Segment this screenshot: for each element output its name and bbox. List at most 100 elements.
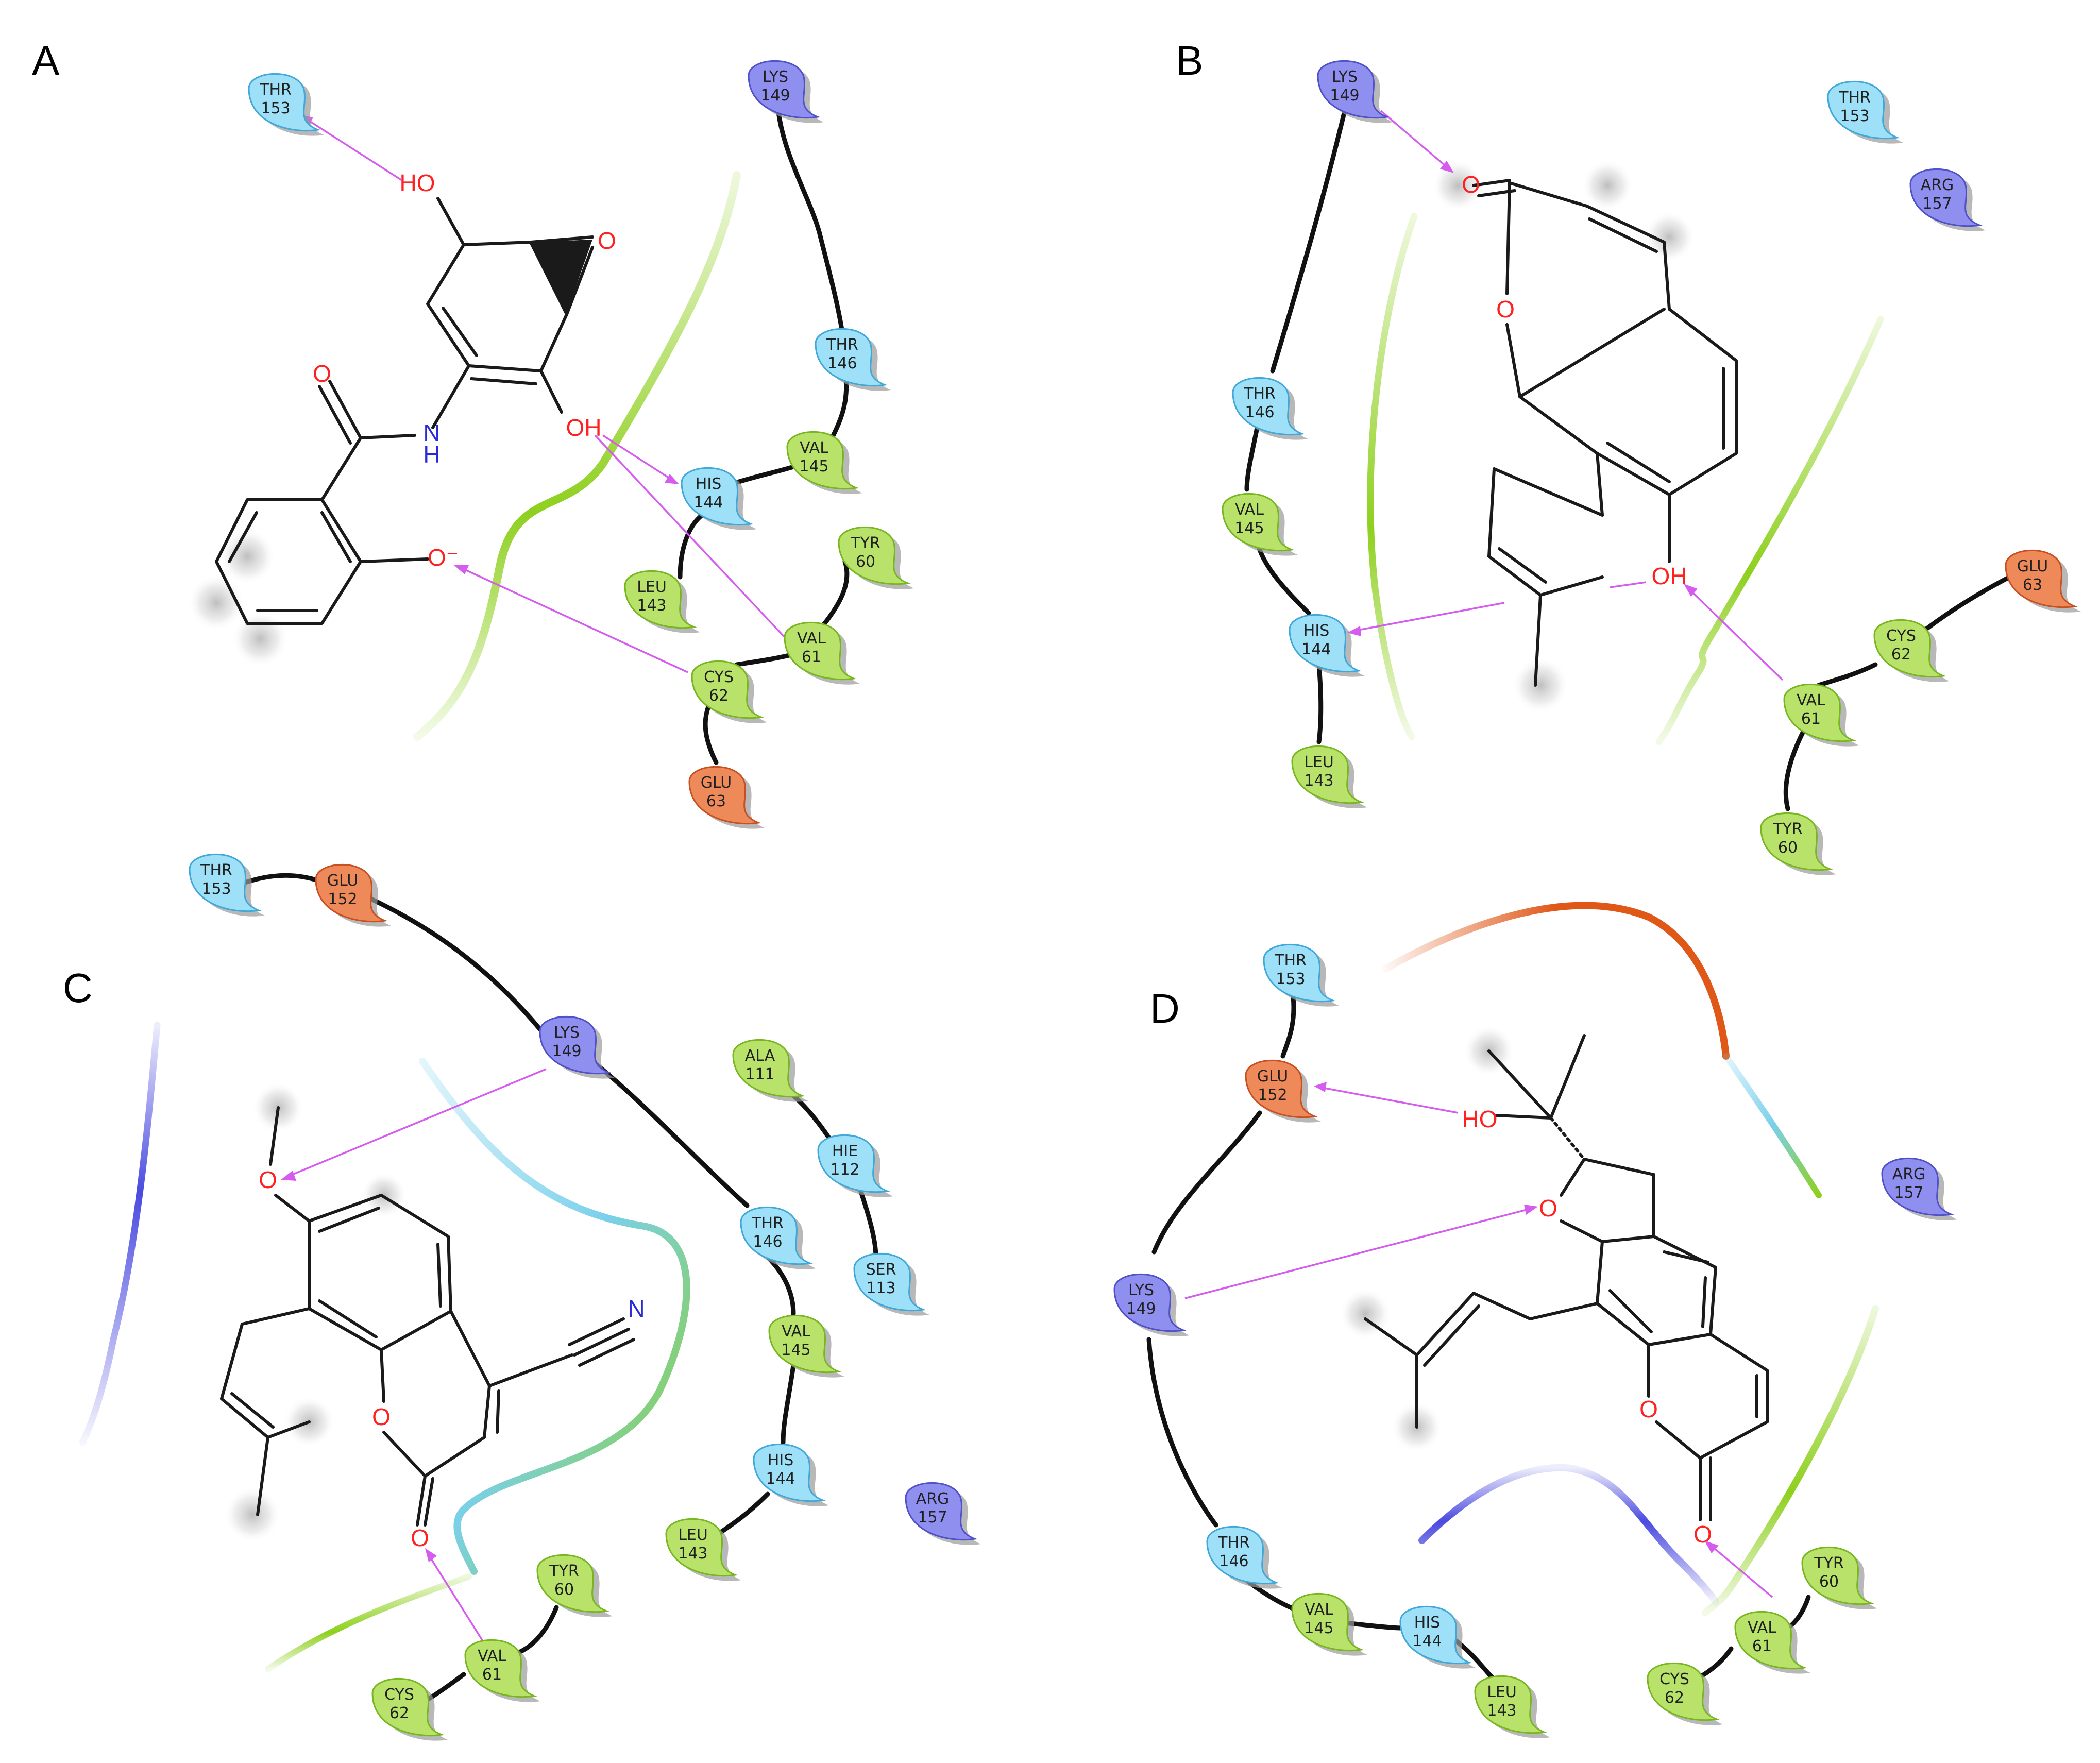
backbone — [1316, 662, 1324, 744]
residue-name: VAL — [782, 1323, 810, 1341]
ligand-atom: O — [598, 227, 616, 254]
residue-number: 149 — [1330, 87, 1359, 105]
residue-number: 63 — [706, 792, 726, 810]
residue-number: 112 — [830, 1161, 859, 1179]
residue-marker — [1291, 745, 1364, 804]
ligand-atom: O — [313, 360, 331, 387]
residue-number: 152 — [328, 890, 357, 908]
residue-name: LYS — [763, 68, 788, 86]
residue-name: LEU — [678, 1526, 708, 1544]
residue-number: 144 — [693, 494, 723, 512]
hbond-lines — [281, 1068, 547, 1644]
residue-name: TYR — [1814, 1554, 1844, 1572]
residue-name: CYS — [1659, 1670, 1689, 1688]
ligand-structure — [1472, 179, 1738, 687]
residue-number: 143 — [1304, 772, 1333, 790]
ligand-atom: O — [1639, 1396, 1658, 1422]
exposure-halo — [232, 611, 289, 667]
residue-name: THR — [259, 81, 292, 99]
residue-name: LEU — [637, 578, 667, 596]
pocket-surface — [1655, 316, 1884, 745]
ligand-atom: OH — [1652, 563, 1687, 589]
residue-number: 61 — [1801, 710, 1821, 728]
residue-name: GLU — [1257, 1067, 1288, 1086]
residue-name: CYS — [384, 1686, 414, 1704]
ligand-atom: O — [1539, 1195, 1557, 1222]
pocket-surface — [79, 1022, 161, 1446]
residue-name: THR — [1217, 1534, 1250, 1552]
residue-marker — [1289, 614, 1362, 673]
residue-marker — [688, 766, 761, 825]
residue-marker — [1113, 1273, 1187, 1332]
residue-name: VAL — [1748, 1619, 1776, 1637]
panel-letter: C — [63, 965, 93, 1011]
residue-marker — [768, 1314, 841, 1374]
backbone — [1816, 662, 1878, 688]
residue-number: 149 — [1126, 1300, 1156, 1318]
residue-number: 63 — [2023, 576, 2042, 594]
residue-marker — [691, 660, 764, 719]
residue-number: 146 — [1245, 403, 1274, 421]
backbone — [1151, 1110, 1262, 1255]
hbond-lines — [299, 114, 794, 673]
residue-marker — [1263, 943, 1336, 1003]
residue-number: 145 — [799, 457, 828, 476]
pocket-surface — [1723, 1053, 1822, 1198]
residue-marker — [1909, 168, 1983, 227]
residue-number: 61 — [1752, 1637, 1772, 1655]
ligand-atom: O — [259, 1166, 277, 1193]
residue-name: GLU — [327, 872, 358, 890]
residue-name: SER — [866, 1261, 896, 1279]
residue-marker — [248, 73, 321, 132]
residue-marker — [1734, 1611, 1807, 1670]
residue-name: CYS — [1886, 627, 1916, 645]
residue-name: VAL — [800, 439, 828, 457]
ligand-atom: O — [1496, 296, 1515, 323]
residue-number: 157 — [918, 1508, 947, 1527]
residue-marker — [1881, 1157, 1954, 1216]
residue-number: 146 — [753, 1233, 782, 1251]
residue-marker — [189, 853, 262, 912]
backbone — [590, 1059, 750, 1208]
residue-number: 146 — [1219, 1552, 1248, 1570]
ligand-atom: O — [411, 1524, 429, 1551]
residue-name: CYS — [704, 668, 734, 686]
backbone — [1244, 425, 1260, 492]
residue-marker — [1245, 1059, 1318, 1118]
residue-marker — [1873, 619, 1946, 678]
residue-name: VAL — [1797, 691, 1825, 709]
residue-number: 153 — [261, 99, 290, 117]
panel-letter: B — [1176, 38, 1203, 83]
ligand-structure — [220, 1106, 635, 1527]
ligand-structure — [1364, 1034, 1769, 1521]
residue-marker — [815, 328, 888, 387]
residue-number: 153 — [1840, 107, 1869, 125]
residue-name: LYS — [554, 1024, 580, 1042]
residue-number: 153 — [201, 880, 231, 898]
residue-number: 60 — [1778, 839, 1798, 857]
residue-name: HIE — [832, 1142, 858, 1160]
ligand-atom: H — [423, 441, 440, 468]
ligand-atom: O⁻ — [428, 544, 459, 571]
ligand-atom: HO — [1462, 1106, 1498, 1132]
panel-d: D — [1113, 902, 1957, 1738]
residue-marker — [1647, 1662, 1720, 1721]
residue-number: 143 — [1487, 1702, 1516, 1720]
pocket-surface — [419, 1058, 690, 1575]
